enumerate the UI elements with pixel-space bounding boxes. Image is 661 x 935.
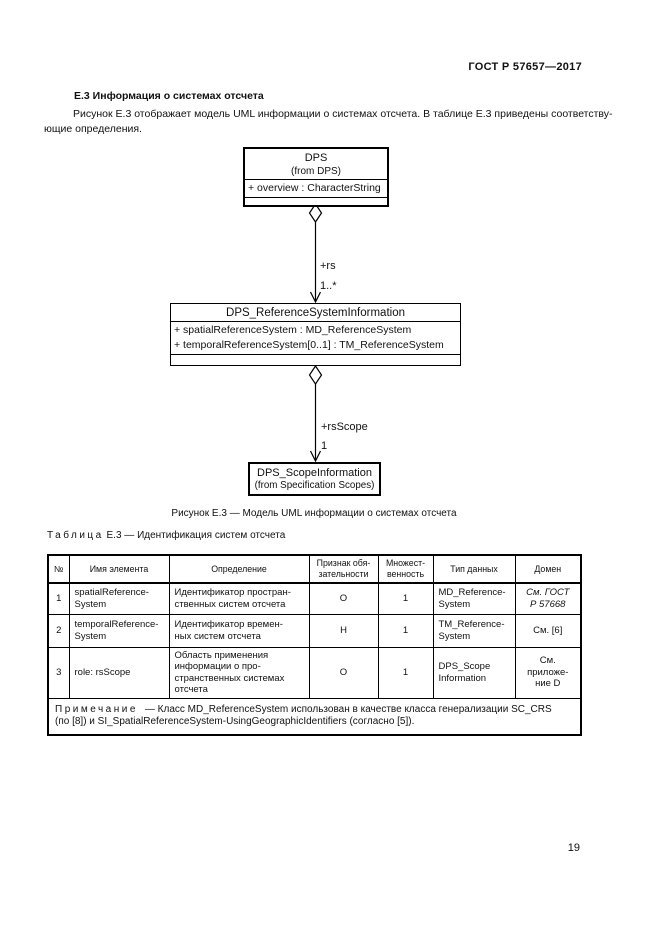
- table-title: Таблица Е.3 — Идентификация систем отсче…: [47, 530, 285, 541]
- cell-definition: Идентификатор простран- ственных систем …: [168, 582, 310, 615]
- table-row: 3 role: rsScope Область применения инфор…: [47, 646, 582, 699]
- cell-definition: Идентификатор времен- ных систем отсчета: [168, 613, 310, 648]
- column-header-data-type: Тип данных: [432, 554, 516, 584]
- note-text: — Класс MD_ReferenceSystem использован в…: [144, 704, 552, 716]
- table-note: Примечание — Класс MD_ReferenceSystem исп…: [47, 697, 582, 736]
- column-header-multiplicity: Множест- венность: [377, 554, 434, 584]
- class-box-dps: DPS (from DPS) + overview : CharacterStr…: [243, 147, 389, 207]
- note-text: (по [8]) и SI_SpatialReferenceSystem-Usi…: [55, 715, 415, 727]
- cell-obligation: О: [308, 582, 379, 615]
- cell-element-name: role: rsScope: [68, 646, 170, 699]
- cell-obligation: Н: [308, 613, 379, 648]
- class-name-compartment: DPS_ScopeInformation (from Specification…: [250, 464, 379, 494]
- paragraph-line: Рисунок Е.3 отображает модель UML информ…: [73, 108, 613, 120]
- paragraph-line: ющие определения.: [44, 123, 142, 135]
- cell-number: 1: [47, 582, 70, 615]
- table-header-row: № Имя элемента Определение Признак обя- …: [47, 554, 582, 584]
- cell-definition: Область применения информации о про- стр…: [168, 646, 310, 699]
- cell-multiplicity: 1: [377, 582, 434, 615]
- column-header-element-name: Имя элемента: [68, 554, 170, 584]
- reference-systems-table: № Имя элемента Определение Признак обя- …: [47, 554, 582, 736]
- class-operations-compartment: [245, 197, 387, 205]
- note-line: Примечание — Класс MD_ReferenceSystem исп…: [55, 704, 552, 715]
- table-title-rest: Е.3 — Идентификация систем отсчета: [106, 530, 286, 541]
- page-number: 19: [567, 842, 580, 854]
- table-title-word: Таблица: [47, 530, 104, 541]
- section-heading: Е.3 Информация о системах отсчета: [74, 90, 264, 102]
- class-box-dps-scopeinformation: DPS_ScopeInformation (from Specification…: [248, 462, 381, 496]
- class-name-compartment: DPS_ReferenceSystemInformation: [171, 304, 460, 321]
- class-name: DPS: [304, 152, 328, 164]
- aggregation-diamond-icon: [308, 364, 323, 386]
- cell-data-type: TM_Reference- System: [432, 613, 516, 648]
- column-header-obligation: Признак обя- зательности: [308, 554, 379, 584]
- class-attribute: + overview : CharacterString: [248, 182, 381, 194]
- association-role-label: +rsScope: [321, 421, 368, 433]
- cell-domain: См. [6]: [514, 613, 582, 648]
- class-attribute: + spatialReferenceSystem : MD_ReferenceS…: [174, 324, 412, 336]
- note-label: Примечание: [55, 704, 138, 716]
- table-row: 2 temporalReference- System Идентификато…: [47, 613, 582, 648]
- cell-data-type: DPS_Scope Information: [432, 646, 516, 699]
- cell-number: 3: [47, 646, 70, 699]
- figure-caption: Рисунок Е.3 — Модель UML информации о си…: [171, 508, 457, 519]
- class-name: DPS_ReferenceSystemInformation: [226, 307, 405, 319]
- cell-element-name: temporalReference- System: [68, 613, 170, 648]
- class-package: (from Specification Scopes): [254, 480, 375, 491]
- column-header-domain: Домен: [514, 554, 582, 584]
- class-attributes-compartment: + overview : CharacterString: [245, 179, 387, 197]
- cell-data-type: MD_Reference- System: [432, 582, 516, 615]
- class-operations-compartment: [171, 354, 460, 365]
- cell-obligation: О: [308, 646, 379, 699]
- class-attributes-compartment: + spatialReferenceSystem : MD_ReferenceS…: [171, 321, 460, 354]
- open-arrowhead-icon: [309, 450, 322, 463]
- running-header: ГОСТ Р 57657—2017: [468, 61, 582, 73]
- association-multiplicity-label: 1: [321, 440, 328, 452]
- association-role-label: +rs: [320, 260, 336, 272]
- cell-element-name: spatialReference- System: [68, 582, 170, 615]
- class-package: (from DPS): [291, 166, 341, 177]
- class-name-compartment: DPS (from DPS): [245, 149, 387, 179]
- table-row: 1 spatialReference- System Идентификатор…: [47, 582, 582, 615]
- cell-multiplicity: 1: [377, 646, 434, 699]
- column-header-definition: Определение: [168, 554, 310, 584]
- class-name: DPS_ScopeInformation: [257, 467, 372, 479]
- uml-diagram: DPS (from DPS) + overview : CharacterStr…: [0, 147, 661, 507]
- intro-paragraph: Рисунок Е.3 отображает модель UML информ…: [44, 107, 613, 137]
- table-note-row: Примечание — Класс MD_ReferenceSystem исп…: [47, 697, 582, 736]
- class-attribute: + temporalReferenceSystem[0..1] : TM_Ref…: [174, 339, 444, 351]
- cell-domain: См. приложе- ние D: [514, 646, 582, 699]
- cell-domain: См. ГОСТ Р 57668: [514, 582, 582, 615]
- class-box-dps-referencesysteminformation: DPS_ReferenceSystemInformation + spatial…: [170, 303, 461, 366]
- association-multiplicity-label: 1..*: [320, 280, 337, 292]
- column-header-number: №: [47, 554, 70, 584]
- cell-multiplicity: 1: [377, 613, 434, 648]
- cell-number: 2: [47, 613, 70, 648]
- open-arrowhead-icon: [309, 291, 322, 304]
